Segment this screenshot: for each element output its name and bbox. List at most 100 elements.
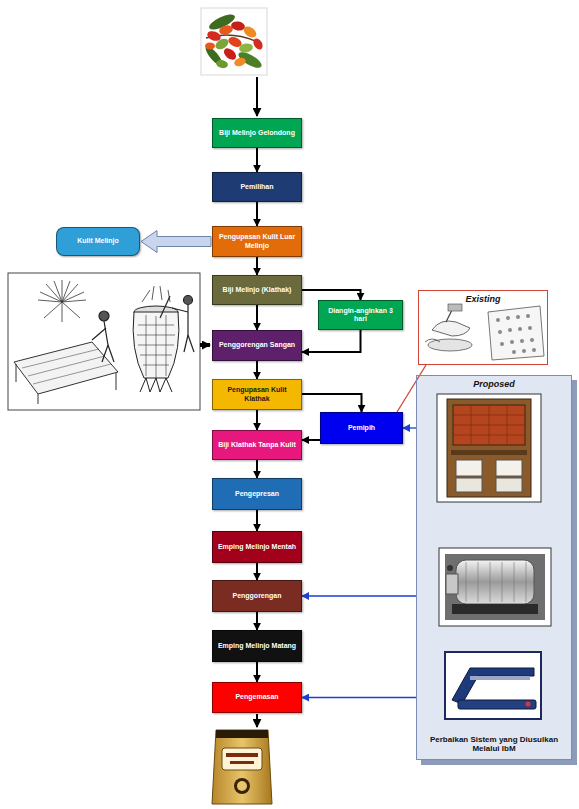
traditional-process-picture-part [184,335,188,352]
proposed-panel-ground [416,375,577,765]
block-arrow [141,231,211,253]
traditional-process-picture-part [142,290,150,302]
flow-connector [302,595,416,596]
fryer-picture-part [526,562,527,602]
product-bag-picture-part [234,778,250,794]
fryer-picture-part [439,548,551,626]
traditional-process-picture-part [188,335,194,352]
flow-connector [256,612,258,630]
flow-connector [256,361,258,379]
flattening-machine-picture-part [453,405,525,445]
flattening-machine-picture-part [437,394,541,502]
product-bag-picture-part [226,753,258,757]
traditional-process-picture-part [92,311,114,362]
traditional-process-picture-part [99,311,109,321]
sealer-picture-part [445,652,541,719]
traditional-process-picture-part [102,345,108,362]
process-box: Pengupasan Kulit Luar Melinjo [212,226,302,257]
existing-method-picture-part [498,330,502,334]
existing-method-picture-part [512,350,516,354]
traditional-process-picture-part [160,296,194,353]
process-box: Pemilihan [212,172,302,202]
fruit-picture-part [233,56,247,68]
box-label: Pengepresan [235,490,279,498]
sealer-picture [445,652,541,719]
fryer-picture-part [466,562,526,602]
process-box: Biji Melinjo Gelondong [212,118,302,148]
fruit-picture-part [238,42,253,53]
traditional-process-picture-part [146,315,147,376]
box-label: Pemipih [348,424,375,432]
box-label: Kulit Melinjo [77,237,119,245]
existing-method-picture-part [418,290,548,365]
fryer-picture-part [478,562,479,602]
flattening-machine-picture-part [453,405,525,445]
flattening-machine-picture-part [471,405,472,445]
tool-box: Pemipih [320,412,403,444]
traditional-process-picture-part [33,364,111,384]
process-box: Pengemasan [212,682,302,713]
existing-method-picture-part [428,339,472,351]
process-box: Biji Melinjo (Klathak) [212,275,302,305]
existing-method-picture-part [528,326,532,330]
fryer-picture-part [466,562,467,602]
traditional-process-picture-part [133,312,179,378]
traditional-process-picture-part [166,315,167,376]
traditional-process-picture-part [160,286,162,300]
fryer-picture-part [447,565,453,571]
fruit-picture-part [230,20,245,31]
existing-method-picture-part [500,342,504,346]
panel-caption: Perbaikan Sistem yang Diusulkan Melalui … [429,735,559,756]
flow-connector [256,460,258,478]
product-bag-picture-part [237,781,247,791]
flow-connector [403,427,416,428]
flow-connector [256,305,258,330]
fruit-picture-part [252,37,265,51]
process-box: Pengupasan Kulit Klathak [212,379,302,410]
flow-connector [256,510,258,531]
box-label: Diangin-anginkan 3 hari [323,307,398,323]
fruit-picture-part [222,46,239,62]
product-bag-picture [212,714,272,804]
existing-method-picture-part [516,315,520,319]
existing-method-picture-part [496,318,500,322]
fryer-picture-part [452,604,538,614]
flow-connector [302,697,416,698]
flow-connector [256,148,258,172]
traditional-process-picture-part [62,292,84,302]
box-label: Emping Melinjo Mentah [218,543,296,551]
existing-method-picture-part [425,339,440,342]
box-label: Pengupasan Kulit Klathak [217,386,297,402]
box-label: Penggorengan [232,592,281,600]
box-label: Pengemasan [235,693,278,701]
existing-method-picture-part [522,349,526,353]
traditional-process-picture-part [62,284,78,302]
box-label: Pemilihan [240,183,273,191]
flattening-machine-picture-part [507,405,508,445]
fryer-picture-part [502,562,503,602]
flow-connector [256,662,258,682]
box-label: Biji Klathak Tanpa Kulit [218,441,296,449]
existing-method-picture-part [432,321,470,336]
traditional-process-picture-part [184,296,193,305]
existing-method-picture-part [510,340,514,344]
traditional-process-picture-part [38,280,86,322]
process-box: Penggorengan [212,580,302,612]
traditional-process-picture-part [16,364,116,404]
existing-panel: Existing [418,290,548,365]
fryer-picture-part [446,574,458,594]
fruit-picture-part [242,24,259,39]
existing-method-picture-part [520,339,524,343]
process-box: Pengepresan [212,478,302,510]
existing-method-picture-part [526,314,530,318]
fruit-picture [201,8,267,75]
traditional-process-picture-part [40,292,62,302]
existing-method-picture-part [530,338,534,342]
flow-connector [302,439,320,441]
existing-method-picture [418,290,548,365]
traditional-process-picture [8,273,200,410]
traditional-process-picture-part [116,373,117,390]
flow-connector [302,290,361,300]
fryer-picture-part [514,562,515,602]
traditional-process-picture-part [172,308,188,312]
